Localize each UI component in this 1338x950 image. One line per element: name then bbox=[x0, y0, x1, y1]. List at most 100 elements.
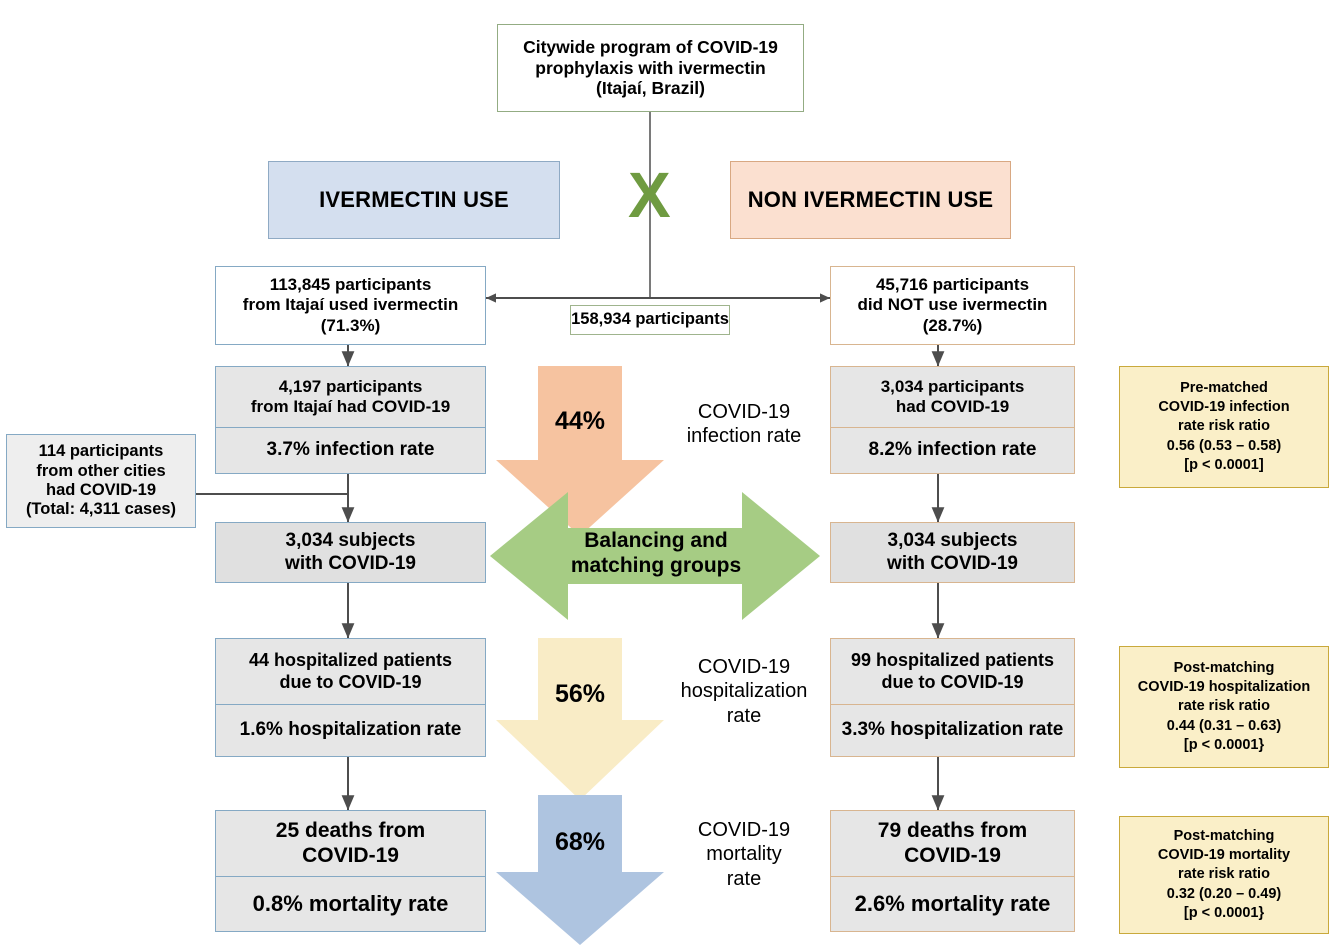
infection-reduction-percent: 44% bbox=[528, 407, 632, 436]
hospitalization-rate-label-line2: hospitalization bbox=[680, 680, 808, 703]
ivermectin-hospitalization-rate: 1.6% hospitalization rate bbox=[215, 705, 486, 757]
mortality-rate-label-line3: rate bbox=[726, 867, 762, 890]
non-ivermectin-hospitalized-stack: 99 hospitalized patients due to COVID-19… bbox=[830, 638, 1075, 757]
result-box-mortality: Post-matching COVID-19 mortality rate ri… bbox=[1119, 816, 1329, 934]
ivermectin-participants-line2: from Itajaí used ivermectin bbox=[242, 295, 459, 315]
ivermectin-deaths-stack: 25 deaths from COVID-19 0.8% mortality r… bbox=[215, 810, 486, 932]
non-ivermectin-hospitalization-rate: 3.3% hospitalization rate bbox=[830, 705, 1075, 757]
hospitalization-reduction-percent: 56% bbox=[528, 680, 632, 709]
ivermectin-infection-rate: 3.7% infection rate bbox=[215, 428, 486, 474]
non-ivermectin-deaths-line2: COVID-19 bbox=[904, 843, 1001, 867]
ivermectin-deaths-line2: COVID-19 bbox=[302, 843, 399, 867]
result-box-hospitalization: Post-matching COVID-19 hospitalization r… bbox=[1119, 646, 1329, 768]
non-ivermectin-infected-stack: 3,034 participants had COVID-19 8.2% inf… bbox=[830, 366, 1075, 474]
hospitalization-rate-label: COVID-19 hospitalization rate bbox=[660, 655, 828, 728]
result-hospitalization-line2: COVID-19 hospitalization bbox=[1137, 679, 1311, 696]
ivermectin-participants-line3: (71.3%) bbox=[320, 315, 381, 335]
non-ivermectin-participants-box: 45,716 participants did NOT use ivermect… bbox=[830, 266, 1075, 345]
ivermectin-deaths-line1: 25 deaths from bbox=[275, 818, 426, 842]
non-ivermectin-matched-line1: 3,034 subjects bbox=[887, 530, 1018, 552]
result-mortality-line2: COVID-19 mortality bbox=[1157, 847, 1291, 864]
infection-rate-arrow bbox=[496, 366, 664, 536]
result-mortality-line4: 0.32 (0.20 – 0.49) bbox=[1166, 885, 1282, 902]
ivermectin-hospitalized-stack: 44 hospitalized patients due to COVID-19… bbox=[215, 638, 486, 757]
mortality-rate-label-line2: mortality bbox=[706, 843, 782, 866]
non-ivermectin-mortality-rate: 2.6% mortality rate bbox=[830, 877, 1075, 932]
program-title-line1: Citywide program of COVID-19 bbox=[523, 37, 778, 58]
infection-rate-label-line2: infection rate bbox=[686, 425, 802, 448]
ivermectin-hospitalized-count: 44 hospitalized patients due to COVID-19 bbox=[215, 638, 486, 705]
result-hospitalization-line1: Post-matching bbox=[1173, 660, 1275, 677]
mortality-rate-label: COVID-19 mortality rate bbox=[664, 818, 824, 891]
non-ivermectin-infection-rate: 8.2% infection rate bbox=[830, 428, 1075, 474]
other-cities-line3: had COVID-19 bbox=[45, 481, 157, 499]
ivermectin-infected-line1: 4,197 participants bbox=[278, 376, 423, 396]
mortality-percent-value: 68% bbox=[554, 828, 606, 856]
balancing-label-line1: Balancing and bbox=[584, 529, 728, 552]
ivermectin-group-label: IVERMECTIN USE bbox=[319, 187, 509, 213]
program-title-box: Citywide program of COVID-19 prophylaxis… bbox=[497, 24, 804, 112]
total-participants-box: 158,934 participants bbox=[570, 305, 730, 335]
ivermectin-hospitalized-line2: due to COVID-19 bbox=[279, 671, 422, 692]
result-infection-line5: [p < 0.0001] bbox=[1184, 456, 1264, 473]
ivermectin-infected-line2: from Itajaí had COVID-19 bbox=[250, 397, 451, 416]
other-cities-line2: from other cities bbox=[36, 461, 166, 480]
mortality-reduction-percent: 68% bbox=[528, 828, 632, 857]
ivermectin-participants-line1: 113,845 participants bbox=[269, 275, 432, 295]
ivermectin-infected-count: 4,197 participants from Itajaí had COVID… bbox=[215, 366, 486, 428]
non-ivermectin-infected-line2: had COVID-19 bbox=[895, 397, 1010, 416]
ivermectin-group-header: IVERMECTIN USE bbox=[268, 161, 560, 239]
result-hospitalization-line4: 0.44 (0.31 – 0.63) bbox=[1166, 717, 1282, 734]
non-ivermectin-infected-count: 3,034 participants had COVID-19 bbox=[830, 366, 1075, 428]
result-hospitalization-line5: [p < 0.0001} bbox=[1183, 736, 1265, 753]
non-ivermectin-matched-line2: with COVID-19 bbox=[887, 552, 1018, 574]
mortality-rate-arrow bbox=[496, 795, 664, 945]
result-box-infection: Pre-matched COVID-19 infection rate risk… bbox=[1119, 366, 1329, 488]
hospitalization-percent-value: 56% bbox=[554, 680, 606, 708]
result-infection-line2: COVID-19 infection bbox=[1158, 399, 1290, 416]
versus-x-icon: X bbox=[628, 163, 671, 227]
ivermectin-matched-box: 3,034 subjects with COVID-19 bbox=[215, 522, 486, 583]
hospitalization-rate-label-line1: COVID-19 bbox=[697, 656, 791, 678]
mortality-rate-label-line1: COVID-19 bbox=[697, 819, 791, 841]
non-ivermectin-participants-line3: (28.7%) bbox=[922, 315, 983, 335]
hospitalization-rate-label-line3: rate bbox=[726, 704, 762, 727]
ivermectin-infected-stack: 4,197 participants from Itajaí had COVID… bbox=[215, 366, 486, 474]
non-ivermectin-deaths-stack: 79 deaths from COVID-19 2.6% mortality r… bbox=[830, 810, 1075, 932]
ivermectin-deaths-count: 25 deaths from COVID-19 bbox=[215, 810, 486, 877]
infection-percent-value: 44% bbox=[554, 407, 606, 435]
non-ivermectin-hospitalized-count: 99 hospitalized patients due to COVID-19 bbox=[830, 638, 1075, 705]
result-mortality-line1: Post-matching bbox=[1173, 828, 1275, 845]
hospitalization-rate-arrow bbox=[496, 638, 664, 800]
non-ivermectin-deaths-count: 79 deaths from COVID-19 bbox=[830, 810, 1075, 877]
other-cities-line4: (Total: 4,311 cases) bbox=[25, 500, 177, 519]
result-infection-line3: rate risk ratio bbox=[1178, 418, 1270, 435]
non-ivermectin-participants-line1: 45,716 participants bbox=[875, 275, 1030, 295]
ivermectin-mortality-rate: 0.8% mortality rate bbox=[215, 877, 486, 932]
non-ivermectin-hospitalized-line2: due to COVID-19 bbox=[881, 671, 1024, 692]
balancing-label: Balancing and matching groups bbox=[566, 528, 746, 578]
non-ivermectin-hospitalized-line1: 99 hospitalized patients bbox=[850, 650, 1055, 671]
non-ivermectin-participants-line2: did NOT use ivermectin bbox=[857, 295, 1048, 315]
other-cities-line1: 114 participants bbox=[38, 442, 164, 461]
ivermectin-participants-box: 113,845 participants from Itajaí used iv… bbox=[215, 266, 486, 345]
other-cities-note-box: 114 participants from other cities had C… bbox=[6, 434, 196, 528]
program-title-line3: (Itajaí, Brazil) bbox=[596, 78, 705, 99]
result-mortality-line5: [p < 0.0001} bbox=[1183, 904, 1265, 921]
result-infection-line4: 0.56 (0.53 – 0.58) bbox=[1166, 437, 1282, 454]
ivermectin-hospitalized-line1: 44 hospitalized patients bbox=[248, 650, 453, 671]
ivermectin-matched-line1: 3,034 subjects bbox=[285, 530, 416, 552]
result-hospitalization-line3: rate risk ratio bbox=[1178, 698, 1270, 715]
non-ivermectin-group-label: NON IVERMECTIN USE bbox=[747, 187, 994, 213]
ivermectin-matched-line2: with COVID-19 bbox=[285, 552, 416, 574]
total-participants-label: 158,934 participants bbox=[571, 310, 729, 329]
result-mortality-line3: rate risk ratio bbox=[1178, 866, 1270, 883]
balancing-label-line2: matching groups bbox=[570, 554, 742, 578]
infection-rate-label: COVID-19 infection rate bbox=[664, 400, 824, 449]
non-ivermectin-matched-box: 3,034 subjects with COVID-19 bbox=[830, 522, 1075, 583]
infection-rate-label-line1: COVID-19 bbox=[697, 401, 791, 423]
program-title-line2: prophylaxis with ivermectin bbox=[535, 57, 766, 78]
versus-x-glyph: X bbox=[628, 159, 671, 231]
non-ivermectin-deaths-line1: 79 deaths from bbox=[877, 818, 1028, 842]
